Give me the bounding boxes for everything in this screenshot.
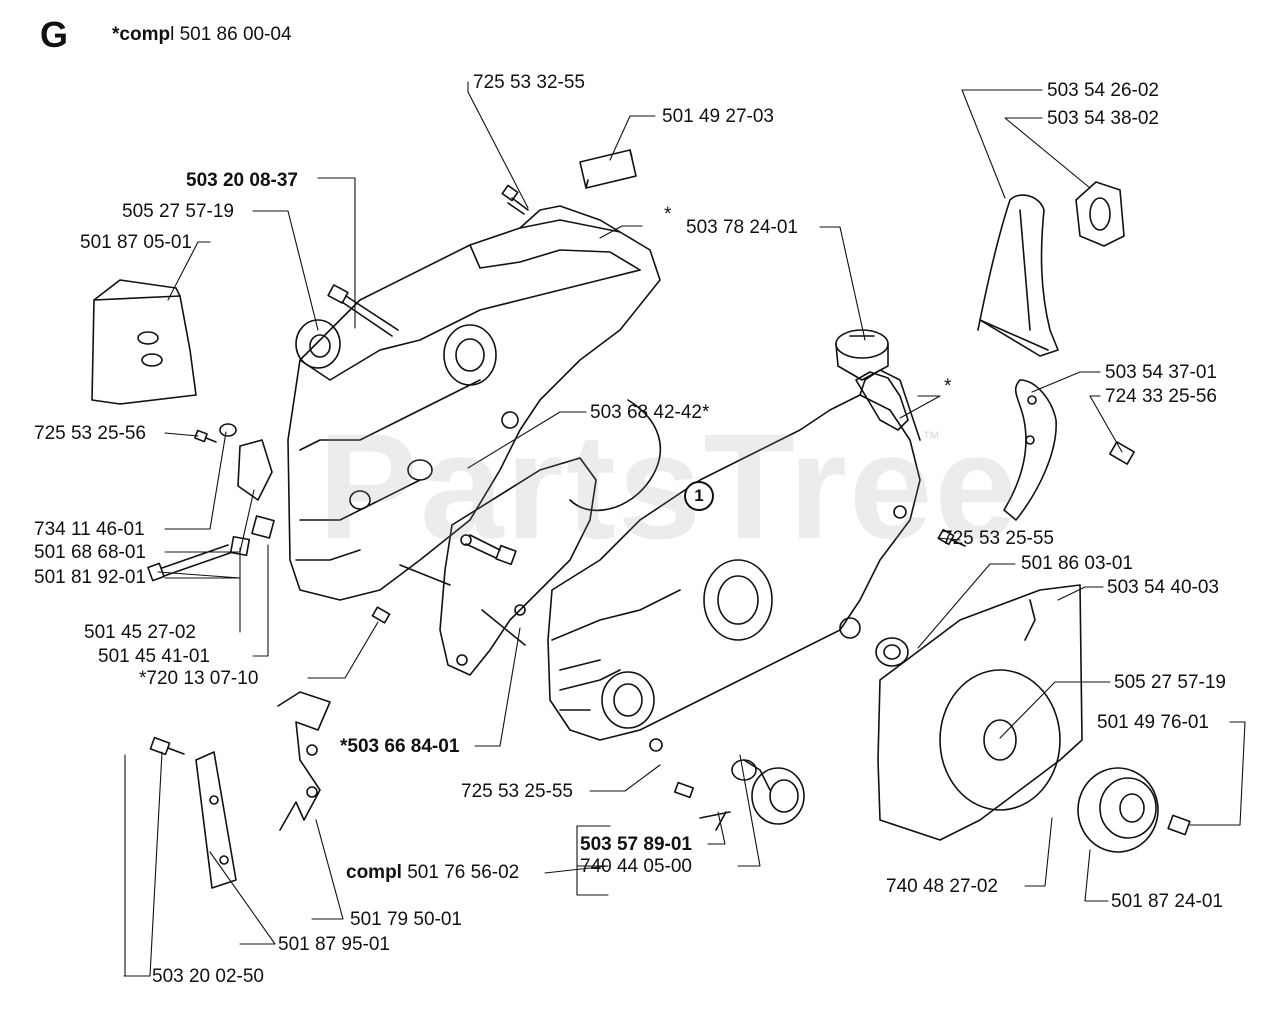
label-501-45-41-01: 501 45 41-01: [98, 646, 210, 667]
leader-lines: [123, 81, 1246, 977]
label-501-86-03-01: 501 86 03-01: [1021, 553, 1133, 574]
label-501-87-05-01: 501 87 05-01: [80, 232, 192, 253]
small-parts-left: [147, 423, 391, 624]
label-724-33-25-56: 724 33 25-56: [1105, 386, 1217, 407]
label-725-53-25-56: 725 53 25-56: [34, 423, 146, 444]
asterisk-right-case: *: [944, 376, 952, 397]
header-compl-number: l 501 86 00-04: [170, 24, 292, 45]
label-503-54-40-03: 503 54 40-03: [1107, 577, 1219, 598]
oil-pump: [699, 759, 805, 831]
cap-part: [835, 329, 889, 381]
label-720-13-07-10: *720 13 07-10: [139, 668, 259, 689]
crankcase-left: [287, 205, 661, 601]
gasket: [439, 399, 662, 676]
mid-screw: [399, 534, 526, 646]
clutch-cover: [877, 584, 1083, 841]
seal-left: [295, 319, 341, 369]
label-505-27-57-19-left: 505 27 57-19: [122, 201, 234, 222]
screws-right: [673, 441, 1191, 836]
label-501-87-95-01: 501 87 95-01: [278, 934, 390, 955]
label-501-81-92-01: 501 81 92-01: [34, 567, 146, 588]
asterisk-left-case: *: [664, 204, 672, 225]
label-501-49-76-01: 501 49 76-01: [1097, 712, 1209, 733]
air-cover: [977, 194, 1059, 357]
screw-bottom-left: [149, 736, 185, 756]
label-740-44-05-00: 740 44 05-00: [580, 856, 692, 877]
screw-top: [501, 184, 529, 215]
catcher-plate: [1003, 379, 1057, 521]
label-compl-number: 501 76 56-02: [401, 862, 520, 883]
callout-1: 1: [684, 481, 714, 511]
watermark: PartsTree: [318, 402, 1020, 570]
label-503-66-84-01: *503 66 84-01: [340, 736, 460, 757]
section-letter: G: [40, 14, 69, 55]
label-501-87-24-01: 501 87 24-01: [1111, 891, 1223, 912]
label-501-68-68-01: 501 68 68-01: [34, 542, 146, 563]
label-503-20-08-37: 503 20 08-37: [186, 170, 298, 191]
label-compl-501-76-56-02: compl 501 76 56-02: [346, 862, 519, 884]
label-505-27-57-19-right: 505 27 57-19: [1114, 672, 1226, 693]
label-compl-bold: compl: [346, 862, 402, 883]
label-503-57-89-01: 503 57 89-01: [580, 834, 692, 855]
label-501-79-50-01: 501 79 50-01: [350, 909, 462, 930]
label-503-68-42-42: 503 68 42-42*: [590, 402, 710, 423]
crankcase-right: [547, 369, 921, 752]
header-compl-bold: *comp: [112, 24, 171, 45]
dog-plate-left: [195, 751, 237, 889]
seal-block: [1075, 181, 1125, 247]
bracket-small: [579, 149, 637, 189]
label-503-54-26-02: 503 54 26-02: [1047, 80, 1159, 101]
watermark-tm: ™: [922, 428, 940, 448]
dog-plate-right: [277, 691, 331, 831]
label-503-78-24-01: 503 78 24-01: [686, 217, 798, 238]
label-725-53-32-55: 725 53 32-55: [473, 72, 585, 93]
header-compl: *compl 501 86 00-04: [112, 24, 292, 46]
guide-plate: [91, 279, 197, 405]
label-734-11-46-01: 734 11 46-01: [34, 519, 145, 540]
label-501-45-27-02: 501 45 27-02: [84, 622, 196, 643]
clutch-drum: [1077, 767, 1159, 853]
label-725-53-25-55-bottom: 725 53 25-55: [461, 781, 573, 802]
label-503-54-38-02: 503 54 38-02: [1047, 108, 1159, 129]
long-bolt: [327, 284, 399, 337]
plug: [875, 637, 909, 667]
label-503-20-02-50: 503 20 02-50: [152, 966, 264, 987]
label-740-48-27-02: 740 48 27-02: [886, 876, 998, 897]
label-725-53-25-55-right: 725 53 25-55: [942, 528, 1054, 549]
label-503-54-37-01: 503 54 37-01: [1105, 362, 1217, 383]
label-501-49-27-03: 501 49 27-03: [662, 106, 774, 127]
